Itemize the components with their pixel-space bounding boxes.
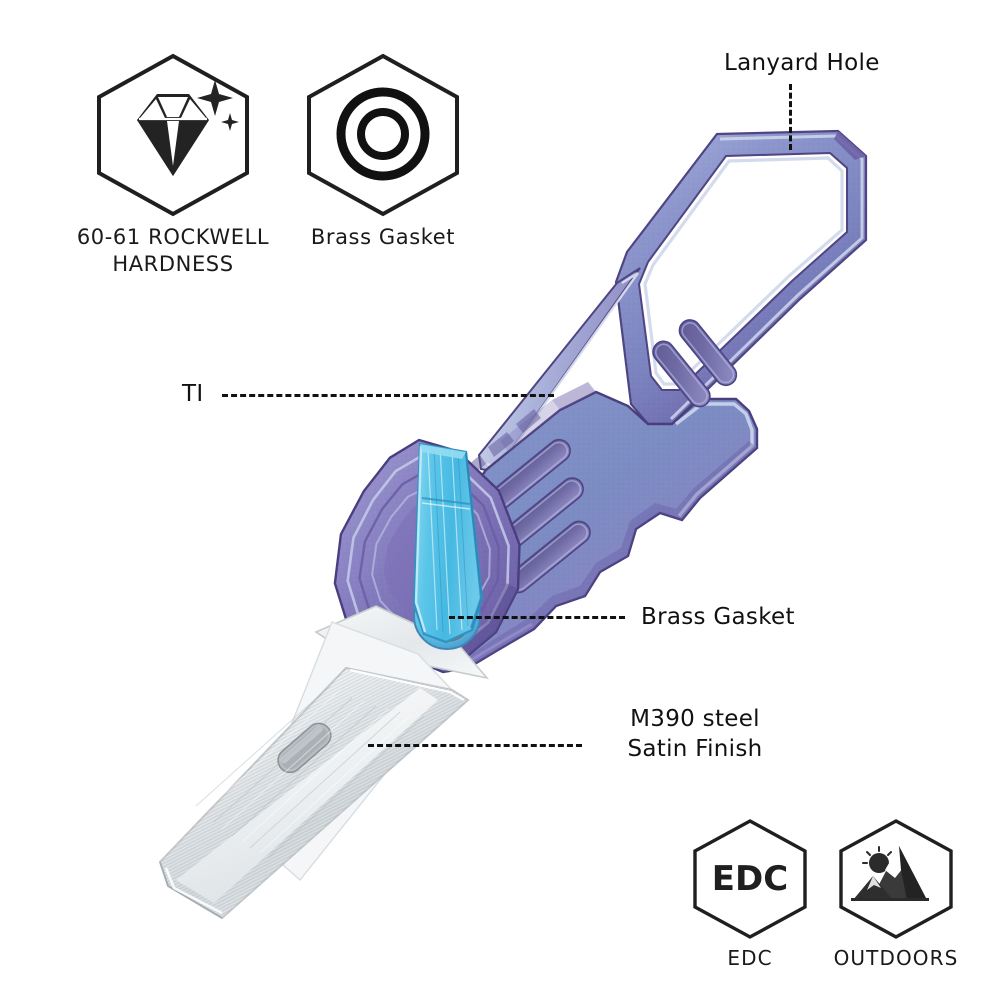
leader-line-lanyard-hole — [789, 84, 792, 150]
leader-line-brass-gasket-pivot — [449, 616, 625, 619]
badge-edc: EDC EDC — [688, 818, 812, 972]
callout-titanium: TI — [182, 381, 204, 407]
callout-blade-steel: M390 steel Satin Finish — [627, 706, 763, 763]
edc-text-icon: EDC — [693, 819, 807, 939]
leader-line-titanium — [222, 394, 554, 397]
badge-label-outdoors: OUTDOORS — [833, 946, 959, 970]
badge-label-rockwell: 60-61 ROCKWELL HARDNESS — [76, 225, 270, 276]
badge-label-edc: EDC — [727, 946, 773, 970]
hexagon-frame-gasket — [288, 52, 478, 218]
badge-label-gasket: Brass Gasket — [310, 225, 456, 249]
hexagon-frame-outdoors — [830, 818, 962, 940]
hexagon-frame-rockwell — [58, 52, 288, 218]
carabiner-lanyard-loop — [477, 129, 868, 473]
milled-oval-slots — [480, 319, 738, 594]
mountain-sun-icon — [839, 819, 953, 939]
pocket-clip — [412, 442, 484, 644]
badge-brass-gasket: Brass Gasket — [288, 52, 478, 251]
edc-icon-text: EDC — [712, 859, 788, 899]
washer-icon — [307, 53, 459, 217]
leader-line-blade-steel — [368, 744, 582, 747]
diamond-icon — [97, 53, 249, 217]
satin-blade — [158, 605, 490, 920]
hexagon-frame-edc: EDC — [688, 818, 812, 940]
badge-outdoors: OUTDOORS — [830, 818, 962, 972]
badge-rockwell-hardness: 60-61 ROCKWELL HARDNESS — [58, 52, 288, 278]
callout-brass-gasket-pivot: Brass Gasket — [641, 604, 795, 630]
callout-lanyard-hole: Lanyard Hole — [724, 50, 880, 76]
